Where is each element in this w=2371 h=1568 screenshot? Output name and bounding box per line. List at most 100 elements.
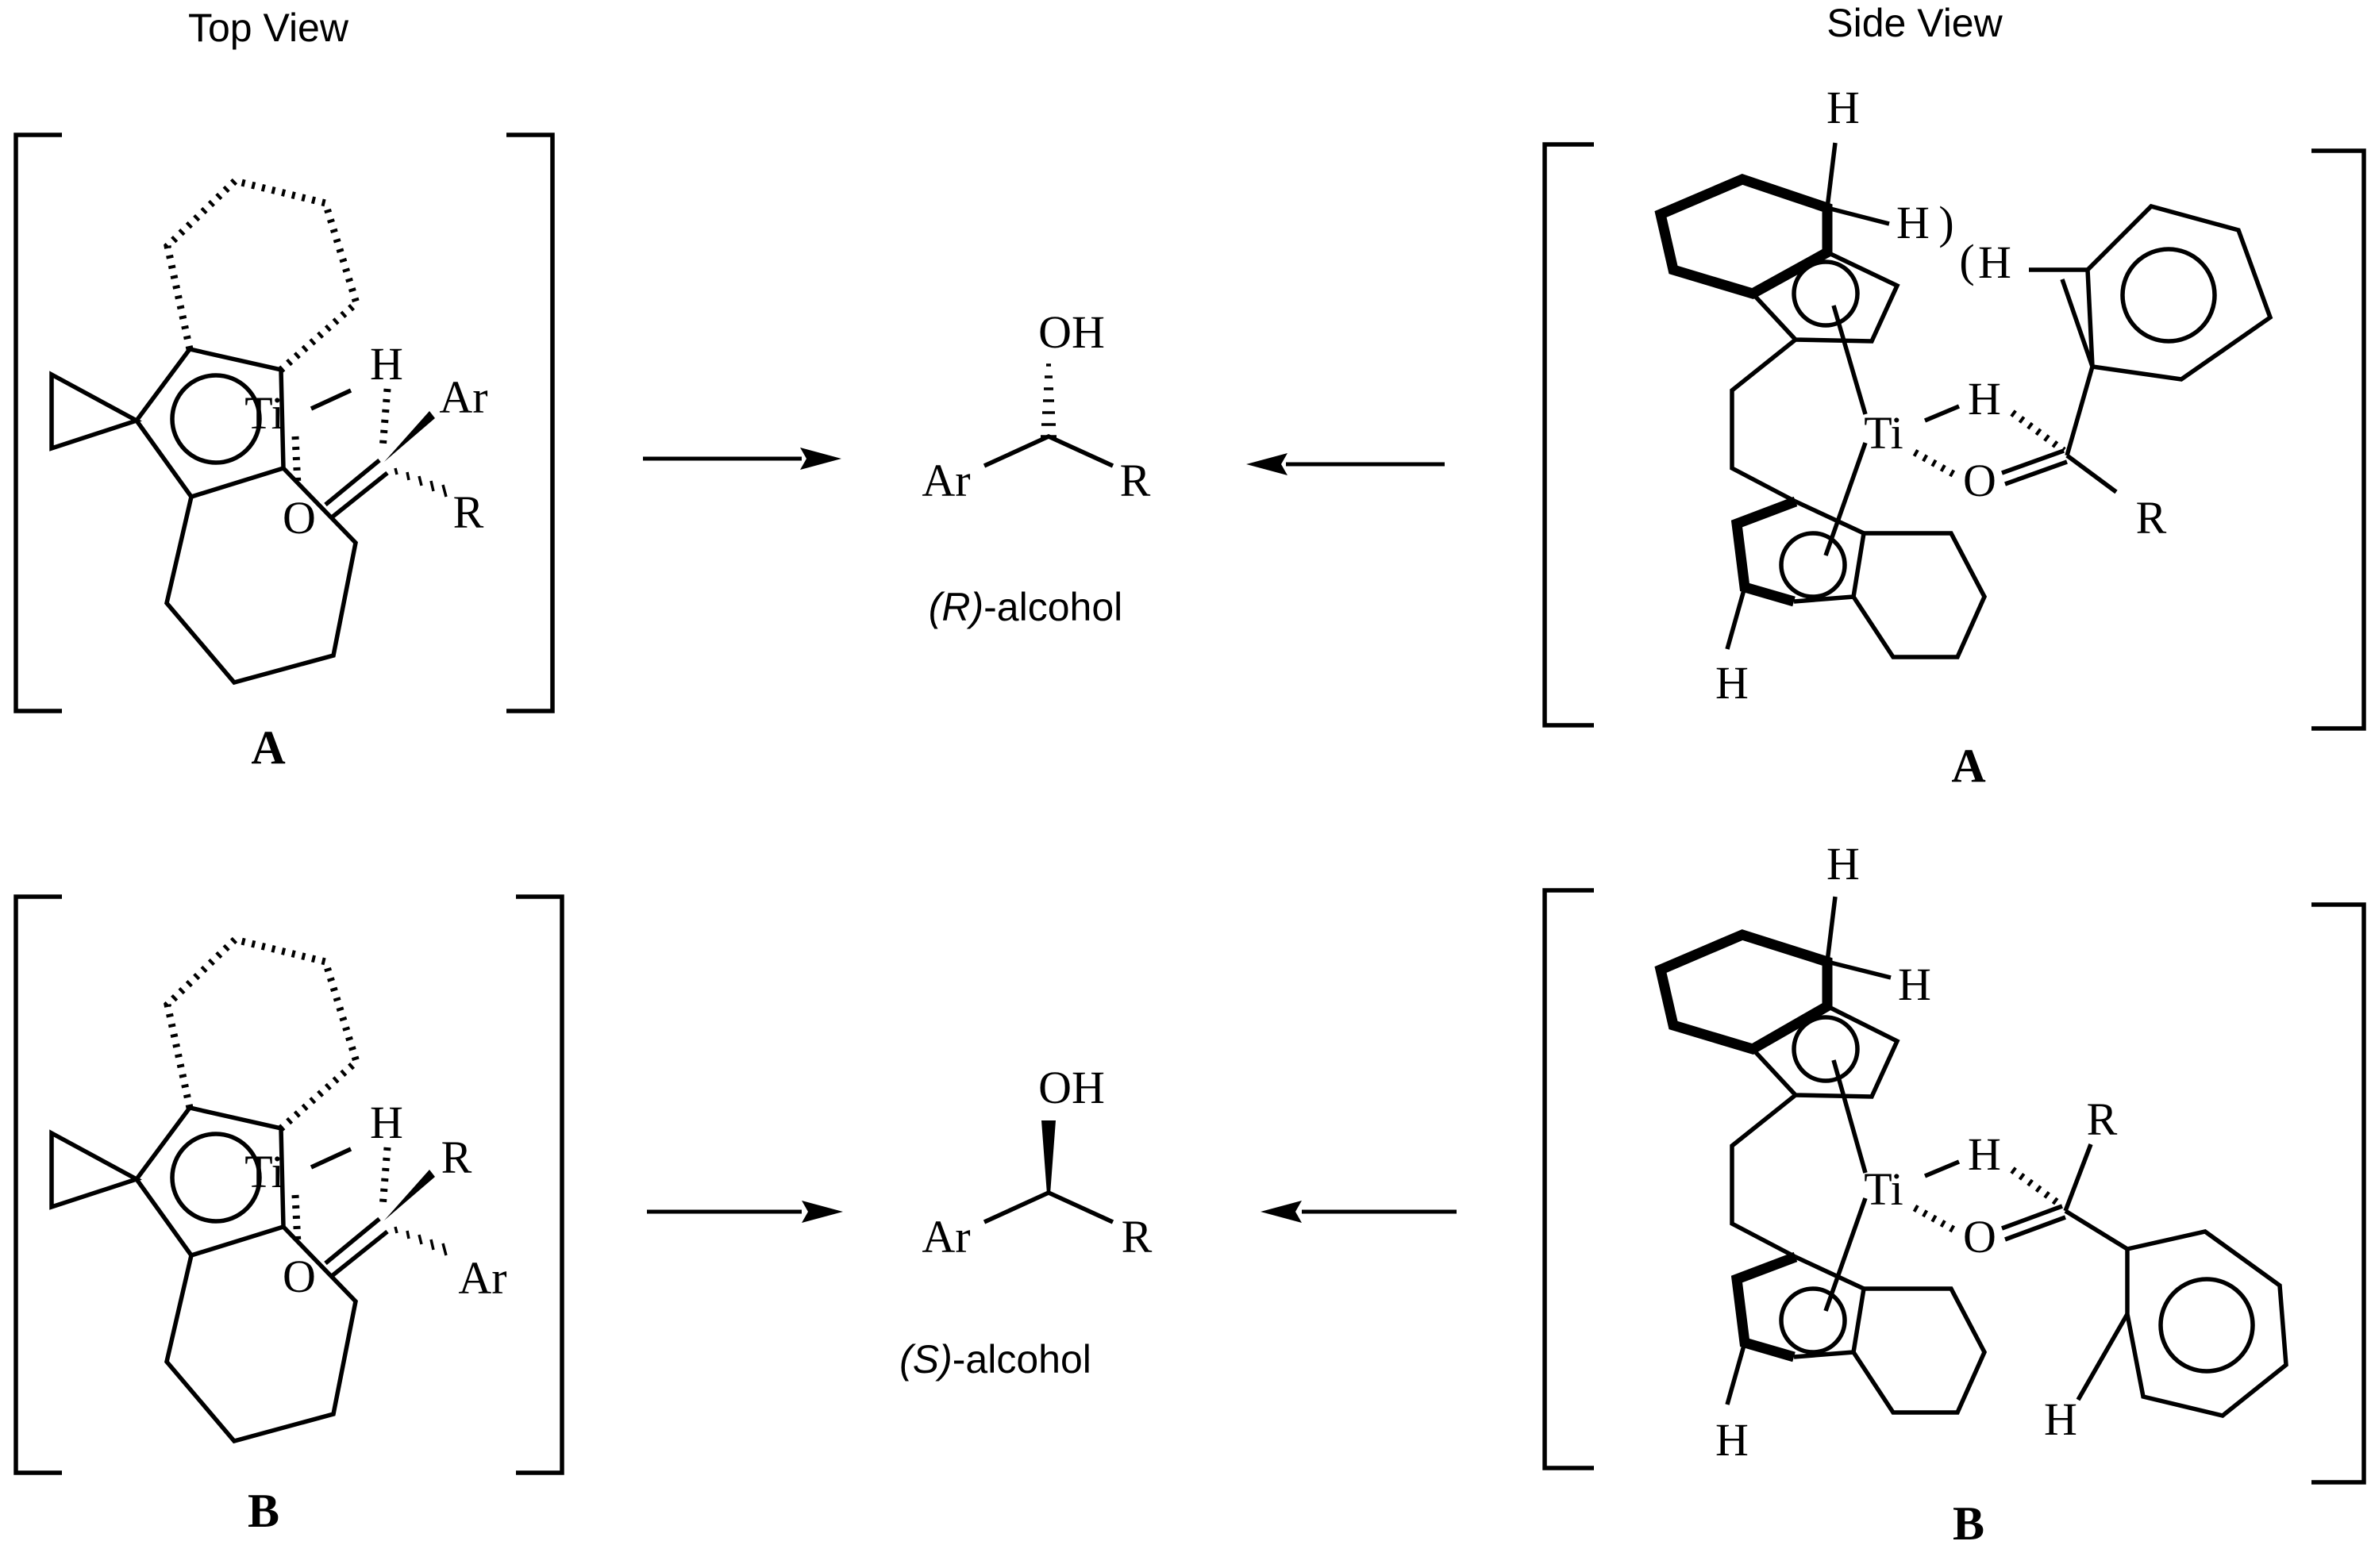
ti-cp-upper-bond xyxy=(1831,1059,1868,1174)
bracket-left xyxy=(1542,888,1594,1470)
hashed-ring xyxy=(164,936,361,1132)
top-view-a-complex: Ti H O Ar R xyxy=(13,133,555,713)
carbinol-bonds xyxy=(983,433,1114,468)
wedge-bond-oh xyxy=(1041,1120,1056,1194)
carbonyl-double-bond xyxy=(324,458,389,520)
wedge-bond-ar xyxy=(384,411,435,462)
arrow-top-right xyxy=(1246,453,1445,475)
ti-atom: Ti xyxy=(1864,407,1903,459)
ti-o-hashed-bond xyxy=(291,436,302,486)
ti-cp-upper-bond xyxy=(1831,305,1868,415)
r-group: R xyxy=(441,1132,472,1183)
bracket-right xyxy=(516,894,564,1475)
hashed-ring xyxy=(164,177,361,373)
upper-cp-ring xyxy=(1750,250,1900,344)
h-atom-hydride: H xyxy=(1968,373,2001,425)
bracket-left xyxy=(1542,142,1594,728)
upper-ch-bond-2 xyxy=(1826,959,1892,980)
ti-h-bond xyxy=(1923,1159,1961,1178)
h-atom-aryl: H xyxy=(2044,1393,2077,1445)
c-r-bond xyxy=(2063,1143,2093,1212)
oh-group: OH xyxy=(1038,1062,1105,1113)
top-view-b-complex: Ti H O R Ar xyxy=(13,894,564,1475)
steric-clash-left-arc: ) xyxy=(1938,197,1953,248)
s-alcohol-name: (S)-alcohol xyxy=(899,1337,1091,1382)
h-c-hashed-bond xyxy=(379,1147,391,1209)
r-group: R xyxy=(1122,1211,1153,1262)
aryl-ortho-h-bond xyxy=(2076,1312,2130,1401)
side-view-heading: Side View xyxy=(1826,1,2003,45)
r-alcohol-product: OH Ar R (R)-alcohol xyxy=(922,306,1150,629)
arrow-top-left xyxy=(643,448,841,470)
stereo-descriptor: (R) xyxy=(929,585,983,629)
lower-cp-ring xyxy=(1793,1255,1867,1359)
h-c-hashed-bond xyxy=(379,388,391,450)
cyclopropyl-ring xyxy=(49,371,142,452)
ti-atom: Ti xyxy=(244,387,284,439)
cp-ring xyxy=(133,1105,286,1259)
hashed-wedge-ar xyxy=(394,1226,448,1256)
o-atom: O xyxy=(1963,1211,1996,1262)
h-atom: H xyxy=(1715,1414,1749,1466)
arrow-bottom-left xyxy=(647,1201,843,1223)
o-atom: O xyxy=(283,492,316,544)
h-atom: H xyxy=(370,1097,403,1148)
carbonyl-double-bond xyxy=(2001,1204,2066,1242)
r-group: R xyxy=(2136,492,2167,544)
ti-atom: Ti xyxy=(244,1146,284,1197)
ch-bond-clash xyxy=(1826,206,1890,226)
o-atom: O xyxy=(1963,455,1996,506)
bracket-left xyxy=(13,133,62,713)
h-atom: H xyxy=(1715,657,1749,709)
ar-group: Ar xyxy=(439,371,487,423)
lower-ch-bond xyxy=(1725,1342,1747,1405)
h-atom-aryl: H xyxy=(1978,236,2011,288)
h-atom-hydride: H xyxy=(1968,1128,2001,1180)
cp-ring xyxy=(133,346,286,500)
lower-ring xyxy=(164,467,358,686)
aryl-aromatic-circle xyxy=(2120,247,2217,344)
ti-cp-lower-bond xyxy=(1823,442,1868,556)
ti-cp-lower-bond xyxy=(1823,1197,1868,1312)
aryl-ring xyxy=(2125,1229,2288,1418)
label-b-side: B xyxy=(1953,1497,1984,1550)
r-group: R xyxy=(453,486,484,538)
carbonyl-double-bond xyxy=(324,1216,389,1278)
upper-cp-ring xyxy=(1750,1004,1900,1099)
lower-ch-bond xyxy=(1725,586,1747,650)
r-alcohol-name: (R)-alcohol xyxy=(929,585,1123,629)
bracket-right xyxy=(2311,902,2366,1485)
upper-ch-bond xyxy=(1825,896,1838,963)
carbinol-bonds xyxy=(983,1189,1114,1224)
lower-ring xyxy=(164,1225,358,1444)
ar-group: Ar xyxy=(922,455,970,506)
lower-cp-ring xyxy=(1793,499,1867,604)
ti-h-bond xyxy=(310,1147,352,1170)
h-atom: H xyxy=(1898,959,1931,1010)
hashed-wedge-oh xyxy=(1041,363,1057,438)
lower-cp-bold-edge xyxy=(1730,496,1798,607)
s-alcohol-product: OH Ar R (S)-alcohol xyxy=(899,1062,1153,1382)
aryl-ring xyxy=(2085,203,2273,382)
h-c-hashed-bond xyxy=(2010,409,2066,454)
cp-aromatic-circle xyxy=(170,373,262,465)
arrow-bottom-right xyxy=(1261,1201,1457,1223)
ti-o-hashed-bond xyxy=(1912,449,1957,478)
label-a-side: A xyxy=(1951,740,1985,792)
h-atom-clash: H xyxy=(1896,197,1930,248)
ti-h-bond xyxy=(310,388,352,411)
h-atom: H xyxy=(1826,838,1860,890)
wedge-bond-r xyxy=(384,1170,435,1220)
r-group: R xyxy=(2087,1093,2118,1145)
carbonyl-double-bond xyxy=(2001,448,2068,486)
side-view-b-complex: H H H Ti H O R H xyxy=(1542,838,2366,1485)
label-a-top: A xyxy=(251,721,285,774)
ar-group: Ar xyxy=(458,1252,506,1304)
steric-clash-right-arc: ( xyxy=(1959,235,1974,286)
ti-o-hashed-bond xyxy=(291,1194,302,1245)
upper-benzo-ring-bold xyxy=(1654,174,1833,300)
lower-six-ring xyxy=(1851,1286,1988,1415)
bracket-right xyxy=(2311,148,2366,731)
r-group: R xyxy=(1120,455,1151,506)
